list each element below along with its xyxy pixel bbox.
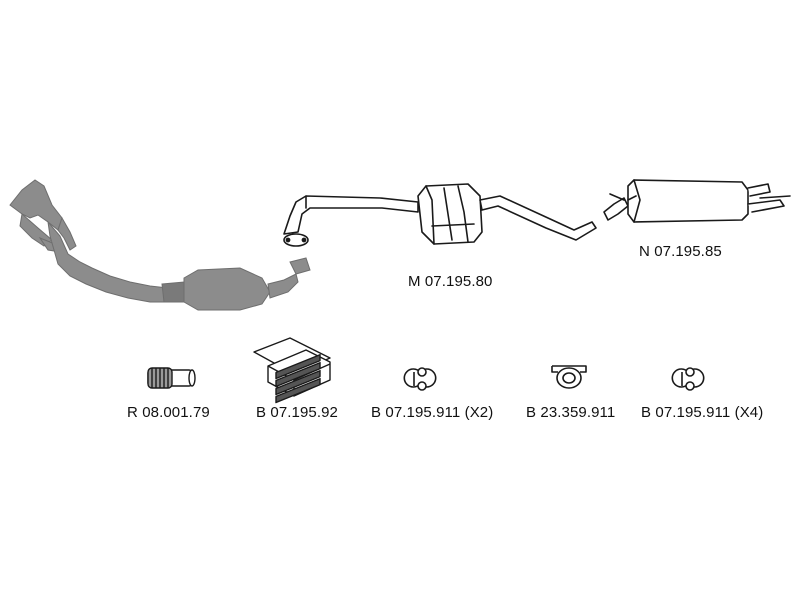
part-label-connector: R 08.001.79 [127, 404, 210, 421]
part-label-clamp: B 23.359.911 [526, 404, 616, 421]
rubber-hanger-icon [403, 367, 437, 391]
part-label-rear-silencer: N 07.195.85 [639, 243, 722, 260]
part-label-mounting-kit: B 07.195.92 [256, 404, 339, 421]
rear-silencer-icon [603, 179, 791, 223]
part-label-middle-silencer: M 07.195.80 [408, 273, 493, 290]
middle-silencer-icon [283, 183, 597, 247]
clamp-icon [551, 365, 587, 389]
mounting-kit-box-icon [253, 337, 331, 404]
exhaust-manifold-catalyst-icon [9, 179, 311, 311]
rubber-hanger-icon-2 [671, 367, 705, 391]
part-label-hanger-x4: B 07.195.911 (X4) [641, 404, 764, 421]
pipe-connector-icon [147, 367, 196, 389]
part-label-hanger-x2: B 07.195.911 (X2) [371, 404, 494, 421]
